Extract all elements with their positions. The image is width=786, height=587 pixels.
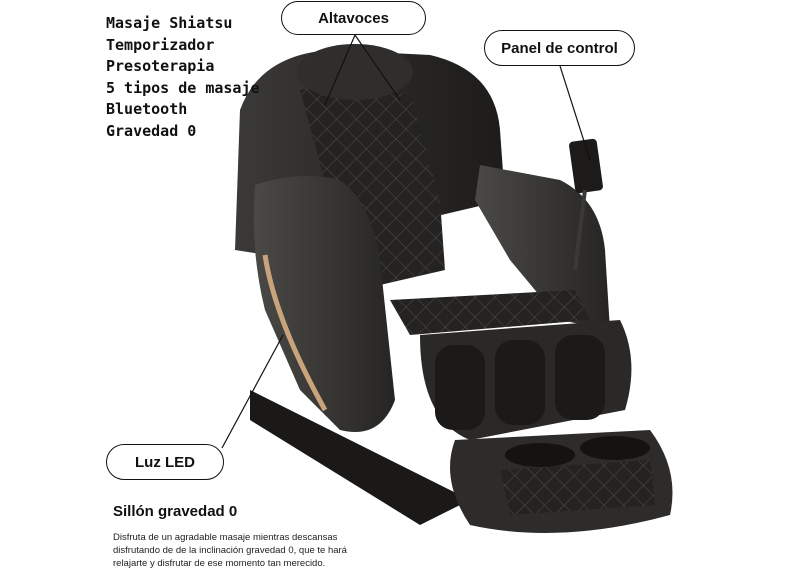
product-title: Sillón gravedad 0 (113, 503, 238, 520)
feature-item: Masaje Shiatsu (106, 14, 233, 32)
feature-item: Bluetooth (106, 100, 188, 118)
callout-led-light: Luz LED (106, 444, 224, 480)
callout-control-panel: Panel de control (484, 30, 635, 66)
feature-item: 5 tipos de masaje (106, 78, 260, 97)
product-description: Disfruta de un agradable masaje mientras… (113, 532, 347, 569)
feature-list: Masaje Shiatsu Temporizador Presoterapia… (106, 13, 260, 142)
feature-item: Presoterapia (106, 57, 215, 75)
feature-item: Gravedad 0 (106, 121, 197, 140)
callout-speakers: Altavoces (281, 1, 426, 35)
feature-item: Temporizador (106, 35, 215, 54)
